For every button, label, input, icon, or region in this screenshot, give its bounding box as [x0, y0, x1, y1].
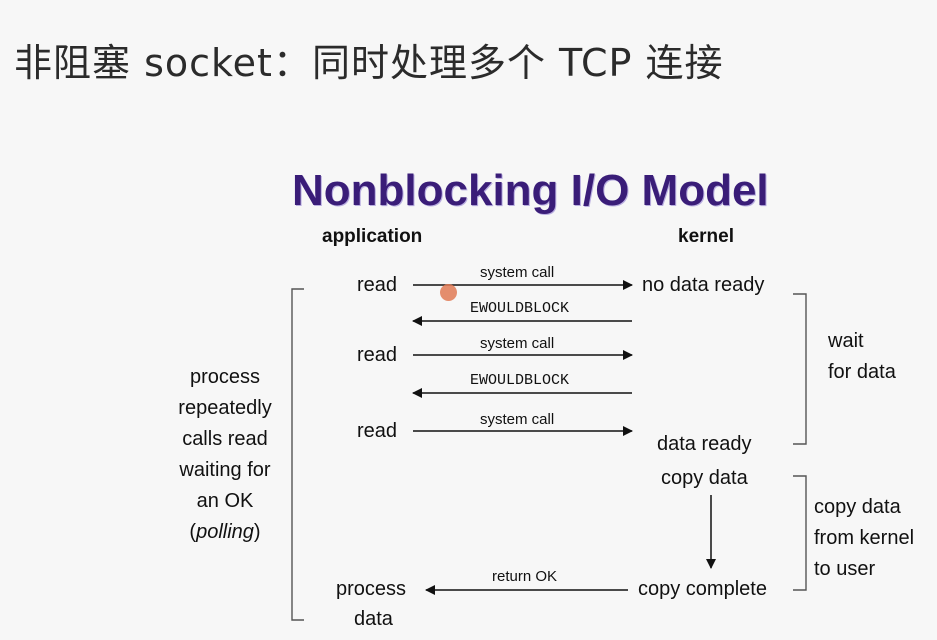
copy-bracket: [793, 475, 807, 591]
polling-open-paren: (: [189, 521, 197, 543]
polling-note: process repeatedly calls read waiting fo…: [150, 362, 300, 548]
polling-note-line-1: process: [189, 366, 261, 388]
data-ready-label: data ready: [657, 433, 752, 455]
copy-data-label: copy data: [661, 467, 748, 489]
copy-complete-label: copy complete: [638, 578, 767, 600]
read-label-1: read: [357, 274, 398, 296]
polling-note-line-6: (polling): [150, 517, 300, 548]
read-label-3: read: [357, 420, 398, 442]
wait-bracket: [793, 293, 807, 445]
application-header: application: [322, 226, 423, 247]
polling-word: polling: [196, 521, 254, 543]
polling-note-line-3: calls read: [182, 428, 268, 450]
copy-note-1: copy data: [814, 496, 901, 518]
wait-note-2: for data: [828, 361, 896, 383]
return-ok-label: return OK: [492, 568, 558, 585]
ewouldblock-label-1: EWOULDBLOCK: [470, 300, 570, 317]
polling-close-paren: ): [253, 521, 261, 543]
kernel-header: kernel: [678, 226, 734, 247]
cursor-dot: [440, 284, 457, 301]
slide-title: 非阻塞 socket：同时处理多个 TCP 连接: [14, 41, 724, 85]
process-data-label-1: process: [336, 578, 407, 600]
read-label-2: read: [357, 344, 398, 366]
syscall-label-1: system call: [480, 264, 555, 281]
polling-bracket: [291, 288, 304, 621]
wait-note-1: wait: [828, 330, 864, 352]
no-data-ready-label: no data ready: [642, 274, 765, 296]
ewouldblock-label-2: EWOULDBLOCK: [470, 372, 570, 389]
polling-note-line-2: repeatedly: [178, 397, 272, 419]
copy-note-3: to user: [814, 558, 876, 580]
polling-note-line-4: waiting for: [179, 459, 271, 481]
copy-note-2: from kernel: [814, 527, 915, 549]
diagram-title: Nonblocking I/O Model: [292, 166, 769, 215]
syscall-label-3: system call: [480, 411, 555, 428]
process-data-label-2: data: [354, 608, 393, 630]
syscall-label-2: system call: [480, 335, 555, 352]
polling-note-line-5: an OK: [196, 490, 254, 512]
